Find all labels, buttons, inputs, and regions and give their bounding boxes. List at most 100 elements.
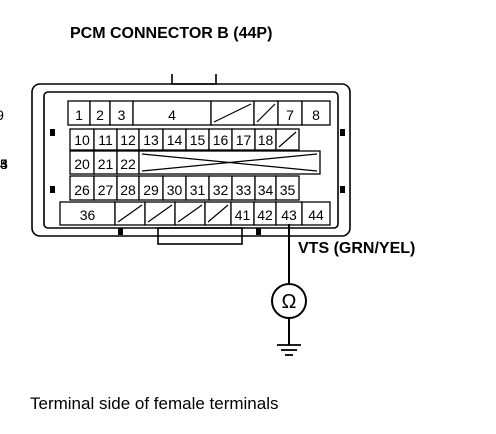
- terminal-box: [275, 175, 300, 201]
- terminal-cell-18: 18: [254, 128, 277, 151]
- terminal-cell-blank: [144, 201, 176, 226]
- terminal-number: 18: [258, 132, 274, 148]
- terminal-number: 36: [80, 207, 96, 223]
- terminal-number: 32: [213, 182, 229, 198]
- terminal-number: 3: [118, 107, 126, 123]
- terminal-number: 11: [98, 132, 113, 148]
- terminal-cell-26: 26: [69, 175, 95, 201]
- terminal-cell-31: 31: [185, 175, 210, 201]
- terminal-cell-23: 23: [0, 156, 8, 172]
- terminal-cell-22: 22: [116, 150, 140, 175]
- terminal-cell-35: 35: [275, 175, 300, 201]
- terminal-cell-30: 30: [162, 175, 187, 201]
- terminal-number: 22: [120, 156, 136, 172]
- terminal-number: 15: [190, 132, 206, 148]
- housing-latches: [50, 129, 345, 235]
- ohm-symbol: Ω: [282, 291, 297, 313]
- terminal-number: 2: [96, 107, 104, 123]
- terminal-cell-blank: [174, 201, 206, 226]
- terminal-number: 33: [236, 182, 252, 198]
- unused-slash: [177, 204, 203, 223]
- terminal-grid: 1234789101112131415161718202122232425262…: [0, 100, 331, 226]
- terminal-number: 13: [143, 132, 159, 148]
- terminal-cell-blank: [275, 128, 300, 151]
- terminal-number: 35: [280, 182, 296, 198]
- terminal-cell-29: 29: [138, 175, 164, 201]
- terminal-number: 42: [257, 207, 273, 223]
- terminal-cell-4: 4: [132, 100, 212, 126]
- terminal-number: 16: [213, 132, 229, 148]
- wire-label: VTS (GRN/YEL): [298, 240, 415, 257]
- terminal-number: 9: [0, 107, 4, 123]
- terminal-number: 21: [98, 156, 114, 172]
- terminal-cell-blank: [253, 100, 279, 126]
- terminal-cell-9: 9: [0, 107, 4, 123]
- terminal-cell-21: 21: [93, 150, 118, 175]
- diagram-title: PCM CONNECTOR B (44P): [70, 25, 272, 42]
- terminal-number: 26: [74, 182, 90, 198]
- terminal-number: 30: [167, 182, 183, 198]
- terminal-cell-blank: [210, 100, 255, 126]
- terminal-cell-16: 16: [208, 128, 233, 151]
- terminal-cell-1: 1: [67, 100, 91, 126]
- terminal-cell-3: 3: [109, 100, 134, 126]
- terminal-cell-13: 13: [138, 128, 164, 151]
- terminal-cell-10: 10: [69, 128, 95, 151]
- terminal-cell-12: 12: [116, 128, 140, 151]
- connector-housing: [31, 74, 351, 245]
- unused-slash: [278, 131, 297, 148]
- terminal-number: 29: [143, 182, 159, 198]
- terminal-number: 41: [235, 207, 251, 223]
- terminal-cell-42: 42: [253, 201, 277, 226]
- terminal-number: 4: [168, 107, 176, 123]
- terminal-cell-7: 7: [277, 100, 303, 126]
- terminal-cell-36: 36: [59, 201, 116, 226]
- terminal-cell-blank: [114, 201, 146, 226]
- terminal-number: 12: [120, 132, 136, 148]
- terminal-box: [301, 201, 331, 226]
- terminal-cell-11: 11: [93, 128, 118, 151]
- terminal-number: 34: [258, 182, 274, 198]
- terminal-cell-25: 25: [0, 156, 8, 172]
- terminal-cell-15: 15: [185, 128, 210, 151]
- terminal-cell-32: 32: [208, 175, 233, 201]
- terminal-cell-33: 33: [231, 175, 256, 201]
- terminal-number: 44: [308, 207, 324, 223]
- unused-slash: [207, 204, 229, 223]
- terminal-number: 25: [0, 156, 8, 172]
- ground-icon: [277, 344, 301, 356]
- terminal-cell-44: 44: [301, 201, 331, 226]
- terminal-box: [277, 100, 303, 126]
- unused-slash: [213, 103, 252, 123]
- terminal-number: 7: [286, 107, 294, 123]
- terminal-number: 17: [236, 132, 252, 148]
- terminal-number: 24: [0, 156, 8, 172]
- ohmmeter-icon: [271, 283, 307, 319]
- terminal-box: [301, 100, 331, 126]
- terminal-number: 10: [74, 132, 90, 148]
- terminal-cell-28: 28: [116, 175, 140, 201]
- terminal-number: 20: [74, 156, 90, 172]
- terminal-box: [132, 100, 212, 126]
- terminal-cell-blank: [204, 201, 232, 226]
- diagram-caption: Terminal side of female terminals: [30, 394, 278, 413]
- terminal-cell-2: 2: [89, 100, 111, 126]
- terminal-cell-24: 24: [0, 156, 8, 172]
- unused-slash: [117, 204, 143, 223]
- terminal-cell-cross: [138, 150, 321, 175]
- terminal-cell-41: 41: [230, 201, 255, 226]
- terminal-number: 43: [281, 207, 297, 223]
- unused-slash: [147, 204, 173, 223]
- terminal-cell-17: 17: [231, 128, 256, 151]
- terminal-number: 28: [120, 182, 136, 198]
- terminal-cell-8: 8: [301, 100, 331, 126]
- terminal-cell-27: 27: [93, 175, 118, 201]
- terminal-cell-34: 34: [254, 175, 277, 201]
- terminal-number: 31: [190, 182, 206, 198]
- terminal-number: 23: [0, 156, 8, 172]
- unused-slash: [256, 103, 276, 123]
- unused-cross-b: [141, 153, 318, 172]
- terminal-number: 27: [98, 182, 114, 198]
